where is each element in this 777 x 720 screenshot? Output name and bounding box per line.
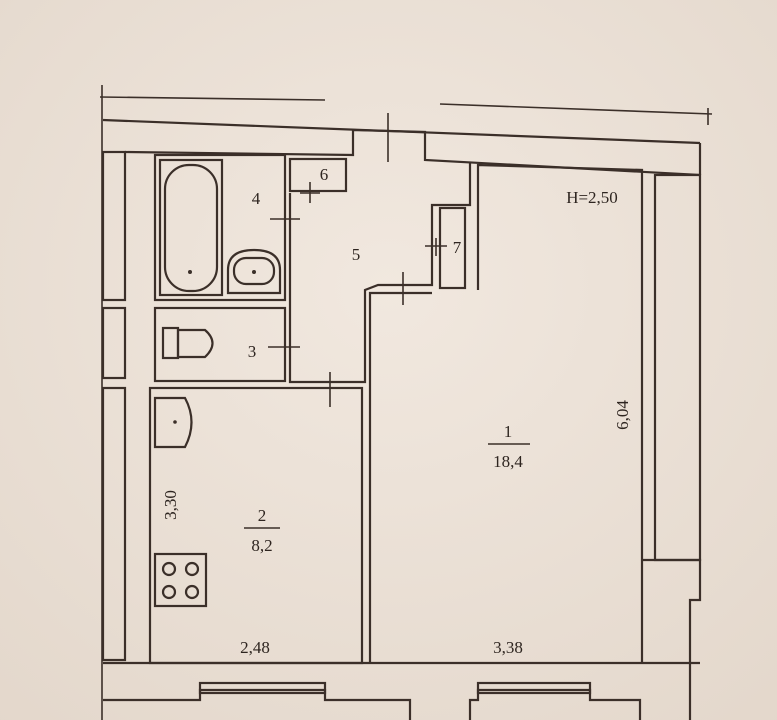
kitchen-sink bbox=[153, 396, 193, 449]
room-2-number: 2 bbox=[258, 506, 267, 525]
room-3-number: 3 bbox=[248, 342, 257, 361]
room-1-area: 18,4 bbox=[493, 452, 523, 471]
room-2-area: 8,2 bbox=[251, 536, 272, 555]
room-1-living-room: H=2,50 1 18,4 6,04 3,38 bbox=[368, 163, 644, 663]
room-6-closet: 6 bbox=[288, 157, 348, 203]
room-6-number: 6 bbox=[320, 165, 329, 184]
bathtub bbox=[158, 158, 224, 297]
bathroom-sink bbox=[226, 248, 282, 295]
room-3-toilet: 3 bbox=[153, 306, 300, 383]
room-1-length: 6,04 bbox=[613, 400, 632, 430]
room-1-number: 1 bbox=[504, 422, 513, 441]
room-1-width: 3,38 bbox=[493, 638, 523, 657]
room-5-number: 5 bbox=[352, 245, 361, 264]
room-4-number: 4 bbox=[252, 189, 261, 208]
room-7-number: 7 bbox=[453, 238, 462, 257]
windows bbox=[198, 681, 592, 695]
room-5-corridor: 5 bbox=[288, 113, 472, 407]
room-2-width: 2,48 bbox=[240, 638, 270, 657]
room-2-kitchen: 2 8,2 3,30 2,48 bbox=[148, 386, 364, 665]
room-2-length: 3,30 bbox=[161, 490, 180, 520]
room-4-bathroom: 4 bbox=[153, 153, 300, 302]
ceiling-height: H=2,50 bbox=[566, 188, 618, 207]
stove bbox=[153, 552, 208, 608]
toilet-bowl bbox=[176, 328, 214, 359]
bathtub-basin bbox=[163, 163, 219, 293]
room-7-closet: 7 bbox=[425, 206, 467, 290]
